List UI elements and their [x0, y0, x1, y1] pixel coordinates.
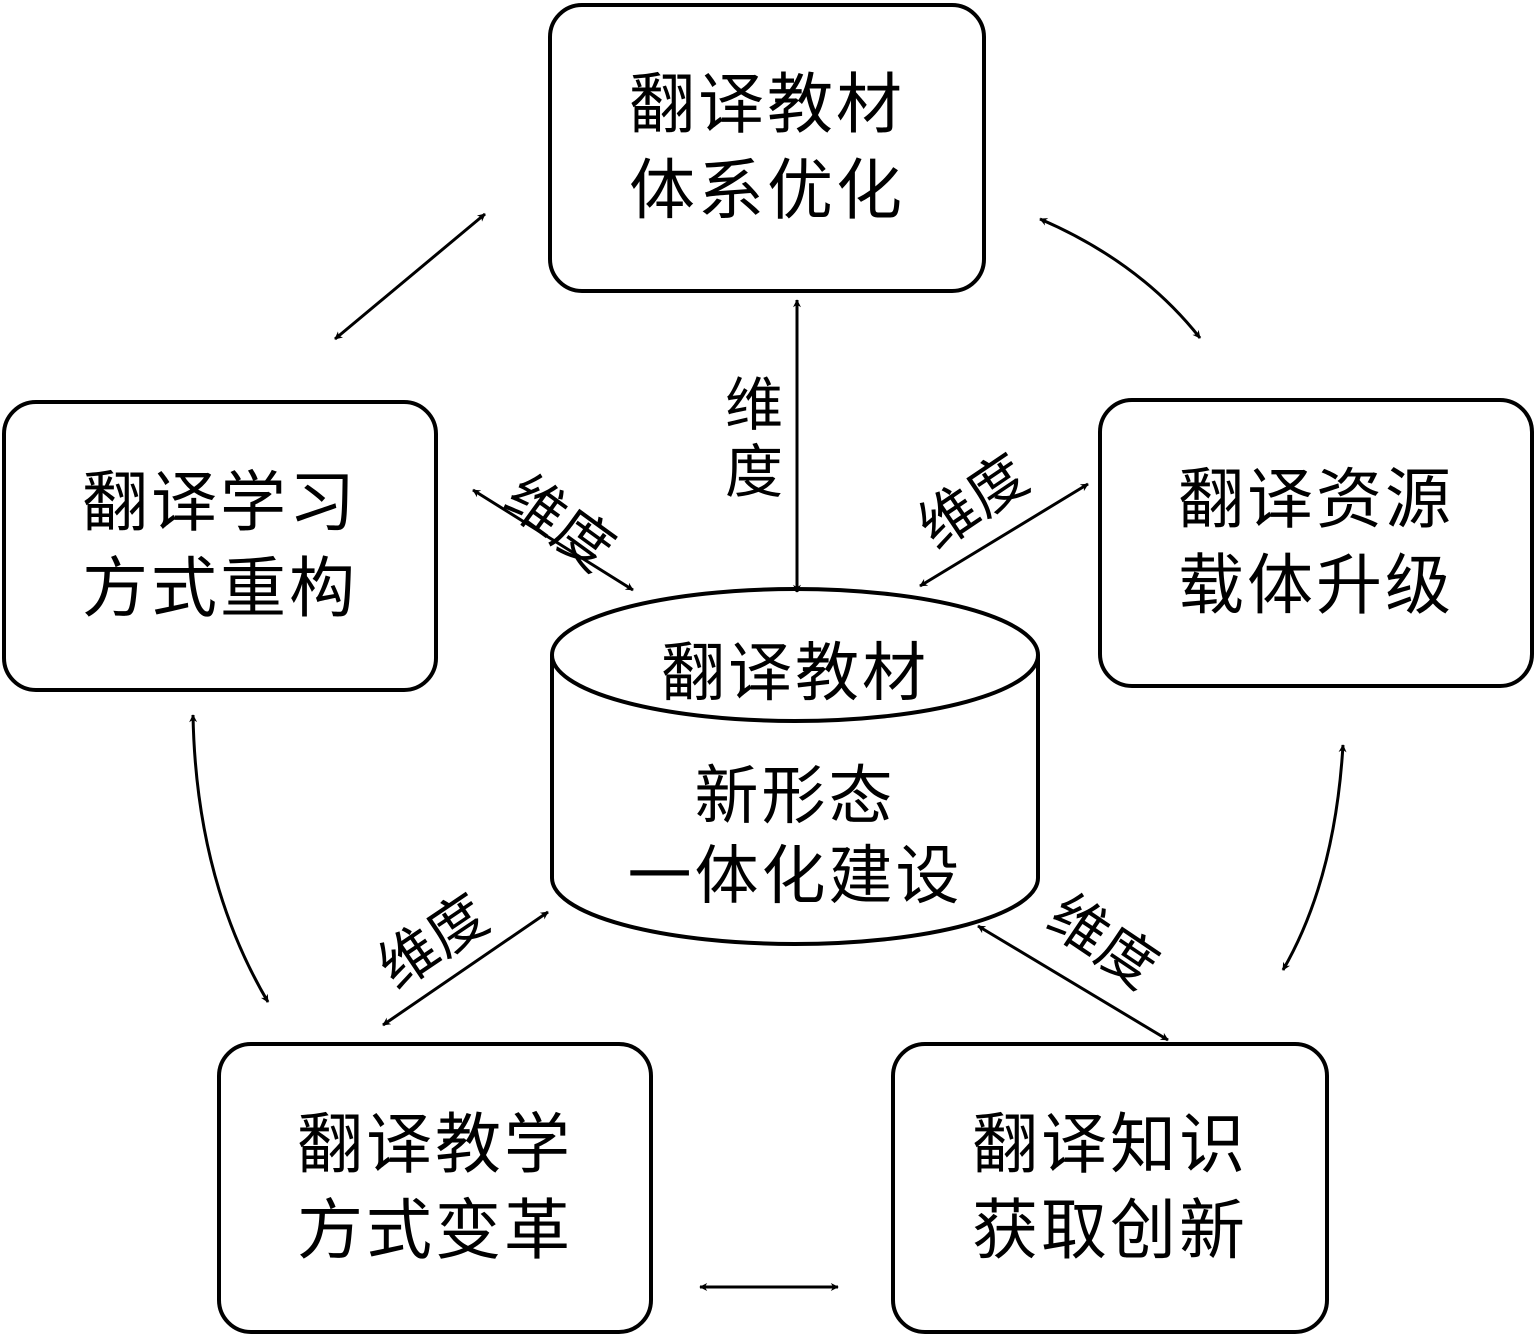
arrow-top-right	[1039, 217, 1202, 339]
node-line-1: 翻译教材	[629, 66, 905, 144]
node-line-2: 获取创新	[972, 1192, 1248, 1269]
arrow-right-bottom-right	[1281, 744, 1347, 971]
center-top-label: 翻译教材	[661, 637, 929, 711]
node-line-1: 翻译教学	[297, 1106, 573, 1184]
arrow-left-bottom-left	[189, 714, 270, 1003]
arrow-top-left	[334, 212, 486, 341]
node-line-1: 翻译知识	[972, 1106, 1248, 1184]
node-resource-carrier: 翻译资源 载体升级	[1098, 398, 1534, 688]
center-line-1: 新形态	[694, 760, 896, 834]
arrow-center-bottom-right	[977, 924, 1169, 1042]
center-line-2: 一体化建设	[627, 840, 963, 914]
arrow-center-right	[919, 482, 1089, 588]
node-line-1: 翻译资源	[1178, 461, 1454, 539]
node-learning-mode: 翻译学习 方式重构	[2, 400, 438, 692]
node-knowledge-acquisition: 翻译知识 获取创新	[891, 1042, 1329, 1334]
node-line-2: 方式变革	[297, 1192, 573, 1269]
node-line-2: 体系优化	[629, 152, 905, 229]
node-line-2: 载体升级	[1178, 547, 1454, 624]
dimension-label-top: 维度	[724, 371, 783, 506]
arrow-center-bottom-left	[382, 910, 549, 1027]
node-line-2: 方式重构	[82, 550, 358, 627]
arrow-center-left	[472, 488, 634, 592]
node-teaching-mode: 翻译教学 方式变革	[217, 1042, 653, 1334]
node-textbook-system: 翻译教材 体系优化	[548, 3, 986, 293]
node-line-1: 翻译学习	[82, 464, 358, 542]
